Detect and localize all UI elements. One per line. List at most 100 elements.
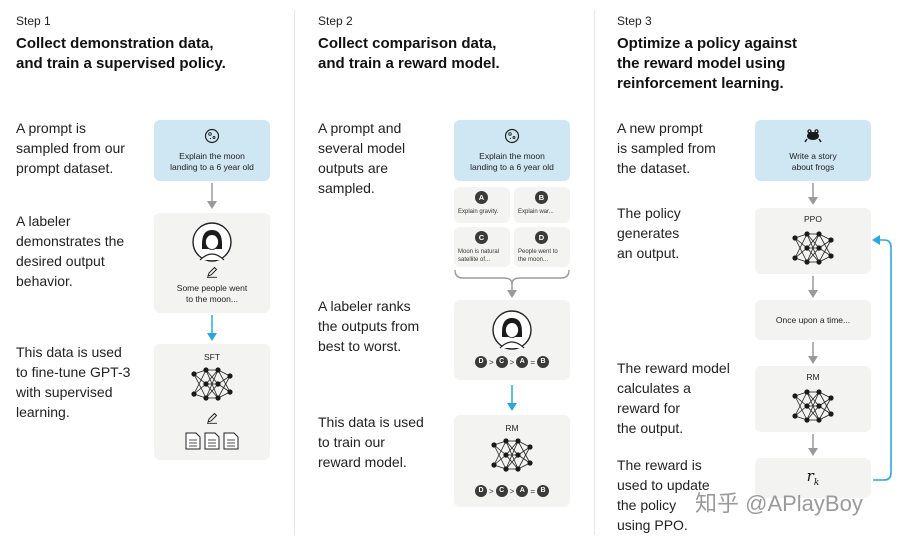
- pencil-icon: [207, 266, 218, 278]
- step-2-desc-3: This data is used to train our reward mo…: [318, 414, 424, 470]
- network-node: [816, 231, 822, 237]
- prompt-text: Explain the moon landing to a 6 year old: [470, 151, 554, 172]
- network-edge: [794, 247, 808, 259]
- network-node: [804, 389, 810, 395]
- network-edge: [806, 233, 820, 249]
- rank-operator: =: [530, 486, 535, 496]
- network-node: [804, 417, 810, 423]
- network-edge: [493, 444, 507, 470]
- network-edge: [505, 454, 519, 470]
- output-badge: C: [475, 231, 488, 244]
- network-node: [804, 259, 810, 265]
- step-3-output-card: Once upon a time...: [755, 300, 871, 340]
- prompt-text: Explain the moon landing to a 6 year old: [170, 151, 254, 172]
- network-edge: [806, 233, 820, 263]
- network-edge: [493, 444, 507, 456]
- moon-icon: [504, 128, 520, 144]
- network-edge: [505, 440, 519, 470]
- output-badge: D: [535, 231, 548, 244]
- network-edge: [217, 369, 231, 393]
- network-node: [191, 371, 197, 377]
- network-edge: [517, 440, 531, 464]
- step-1-desc-3: This data is used to fine-tune GPT-3 wit…: [16, 344, 131, 420]
- network-edge: [193, 373, 207, 399]
- arrow-down-blue: [507, 385, 517, 411]
- rank-badge: D: [474, 485, 487, 497]
- rank-operator: >: [488, 357, 494, 367]
- step-3-desc-3: The reward model calculates a reward for…: [617, 360, 730, 436]
- document-icon: [204, 432, 220, 450]
- network-node: [816, 389, 822, 395]
- step-2-desc-1: A prompt and several model outputs are s…: [318, 120, 406, 196]
- network-node: [527, 460, 533, 466]
- rank-badge: D: [474, 356, 487, 368]
- output-card: A Explain gravity.: [454, 187, 510, 223]
- network-node: [503, 466, 509, 472]
- rm-label: RM: [505, 423, 519, 433]
- neural-network-icon: [792, 231, 834, 265]
- pencil-icon: [207, 412, 218, 424]
- rank-badge: A: [516, 356, 529, 368]
- output-text: Moon is natural satellite of...: [458, 249, 500, 263]
- network-edge: [193, 369, 207, 395]
- step-3-ppo-card: PPO: [755, 208, 871, 274]
- network-node: [816, 403, 822, 409]
- step-3-desc-4: The reward is used to update the policy …: [617, 457, 710, 533]
- network-node: [191, 391, 197, 397]
- ranking-row: D>C>A=B: [454, 485, 570, 497]
- output-text: People went to the moon...: [518, 249, 558, 263]
- arrow-down: [808, 276, 818, 298]
- arrow-down: [808, 183, 818, 205]
- output-badge: B: [535, 191, 548, 204]
- network-edge: [794, 233, 808, 259]
- column-divider: [594, 10, 595, 535]
- network-edge: [493, 440, 507, 466]
- network-node: [816, 259, 822, 265]
- step-1-title: Collect demonstration data, and train a …: [16, 35, 226, 72]
- network-edge: [794, 237, 808, 249]
- step-1-demonstration-card: Some people went to the moon...: [154, 213, 270, 313]
- network-node: [503, 452, 509, 458]
- bracket-arrow: [454, 269, 570, 298]
- sft-label: SFT: [203, 352, 221, 362]
- network-edge: [794, 237, 808, 263]
- document-icon: [185, 432, 201, 450]
- watermark: 知乎 @APlayBoy: [695, 491, 863, 516]
- network-node: [203, 367, 209, 373]
- network-node: [816, 417, 822, 423]
- network-edge: [806, 247, 820, 263]
- network-node: [804, 245, 810, 251]
- network-edge: [193, 373, 207, 385]
- network-edge: [818, 239, 832, 263]
- network-node: [515, 466, 521, 472]
- arrow-down-blue: [207, 315, 217, 341]
- output-card: D People went to the moon...: [514, 227, 570, 267]
- step-1-desc-1: A prompt is sampled from our prompt data…: [16, 120, 125, 176]
- step-3-title: Optimize a policy against the reward mod…: [617, 35, 798, 92]
- network-node: [792, 413, 798, 419]
- network-edge: [205, 369, 219, 399]
- reward-symbol: rk: [755, 467, 871, 488]
- step-2-ranking-card: D>C>A=B: [454, 300, 570, 380]
- network-node: [515, 438, 521, 444]
- step-1-desc-2: A labeler demonstrates the desired outpu…: [16, 213, 125, 289]
- network-node: [203, 381, 209, 387]
- step-2-desc-2: A labeler ranks the outputs from best to…: [318, 298, 420, 354]
- neural-network-icon: [191, 367, 233, 401]
- output-badge: A: [475, 191, 488, 204]
- network-edge: [794, 405, 808, 417]
- step-2-title: Collect comparison data, and train a rew…: [318, 35, 500, 72]
- labeler-avatar-icon: [492, 310, 532, 350]
- rm-label: RM: [806, 372, 820, 382]
- network-edge: [806, 391, 820, 421]
- arrow-down: [207, 183, 217, 209]
- network-edge: [493, 454, 507, 466]
- output-text: Explain war...: [518, 209, 554, 215]
- network-node: [816, 245, 822, 251]
- loop-arrow-icon: [872, 235, 892, 481]
- prompt-text: Write a story about frogs: [789, 151, 837, 172]
- network-edge: [517, 446, 531, 470]
- network-node: [828, 253, 834, 259]
- column-divider: [294, 10, 295, 535]
- network-edge: [806, 405, 820, 421]
